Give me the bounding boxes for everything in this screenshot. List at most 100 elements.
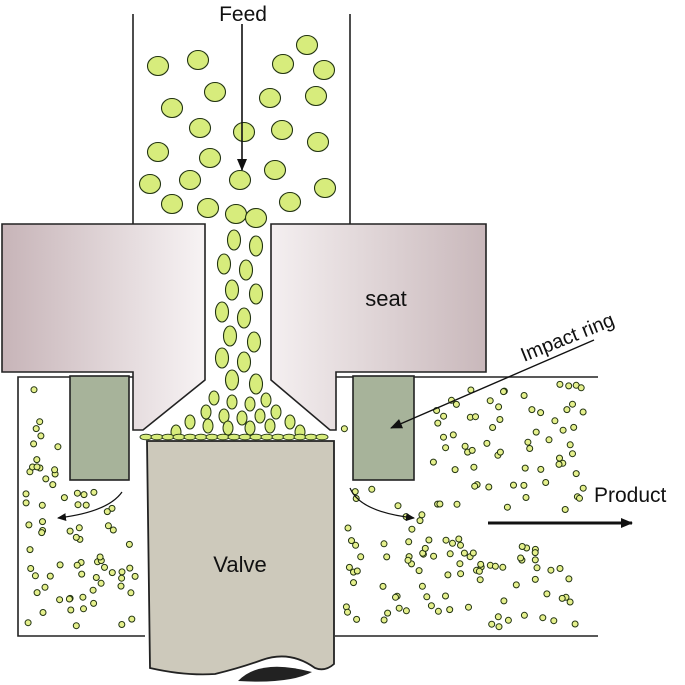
- gap-particle: [216, 253, 232, 275]
- product-particle: [565, 575, 573, 583]
- product-particle: [97, 579, 105, 587]
- feed-particle: [224, 203, 248, 225]
- product-particle: [96, 553, 104, 561]
- product-particle: [571, 620, 579, 628]
- product-particle: [418, 582, 426, 590]
- gap-flat-particle: [238, 433, 252, 441]
- product-particle: [517, 554, 525, 562]
- product-particle: [408, 525, 416, 533]
- product-particle: [348, 537, 355, 545]
- product-particle: [442, 444, 450, 452]
- product-particle: [416, 517, 424, 525]
- product-particle: [561, 506, 569, 513]
- product-particle: [551, 417, 559, 425]
- product-particle: [128, 615, 136, 623]
- feed-particle: [258, 87, 282, 109]
- product-particle: [576, 494, 583, 502]
- product-particle: [542, 479, 550, 486]
- feed-particle: [146, 141, 170, 163]
- product-particle: [60, 494, 68, 502]
- product-particle: [126, 564, 134, 572]
- product-particle: [512, 581, 520, 589]
- product-particle: [427, 602, 435, 610]
- product-particle: [442, 592, 449, 600]
- feed-particle: [160, 97, 184, 119]
- feed-particle: [186, 49, 210, 71]
- gap-flat-particle: [194, 433, 208, 441]
- product-particle: [521, 464, 529, 472]
- product-particle: [30, 440, 38, 448]
- product-particle: [556, 454, 563, 462]
- product-particle: [444, 571, 452, 579]
- product-particle: [353, 615, 361, 623]
- product-particle: [531, 575, 539, 583]
- product-particle: [421, 544, 429, 552]
- gap-flat-particle: [304, 433, 318, 441]
- product-particle: [92, 574, 100, 581]
- product-particle: [78, 570, 86, 578]
- feed-particle: [278, 191, 302, 213]
- gap-particle: [248, 373, 264, 395]
- gap-flat-particle: [139, 433, 153, 441]
- product-particle: [477, 560, 485, 568]
- product-particle: [434, 419, 442, 427]
- product-particle: [455, 535, 463, 543]
- feed-particle: [312, 59, 336, 81]
- product-particle: [66, 527, 74, 535]
- product-particle: [537, 465, 545, 473]
- product-particle: [42, 475, 50, 483]
- product-particle: [457, 570, 465, 578]
- gap-flat-particle: [293, 433, 307, 441]
- seat-right: [270, 223, 487, 431]
- product-particle: [383, 553, 391, 561]
- product-particle: [442, 536, 450, 544]
- product-particle: [449, 431, 457, 439]
- product-particle: [117, 582, 125, 590]
- valve-body: [146, 440, 335, 676]
- product-particle: [89, 586, 97, 594]
- feed-particle: [146, 55, 170, 77]
- gap-particle: [222, 325, 238, 347]
- product-particle: [563, 406, 571, 414]
- product-particle: [49, 481, 57, 489]
- fan-particle: [264, 418, 276, 434]
- feed-particle: [203, 81, 227, 103]
- product-particle: [528, 406, 536, 414]
- product-particle: [475, 567, 483, 575]
- product-particle: [353, 567, 361, 575]
- impact-ring-left: [69, 375, 130, 481]
- product-particle: [72, 533, 80, 541]
- gap-flat-particle: [282, 433, 296, 441]
- product-particle: [90, 599, 98, 607]
- gap-flat-particle: [271, 433, 285, 441]
- gap-particle: [236, 307, 252, 329]
- product-particle: [429, 458, 437, 466]
- product-particle: [65, 595, 73, 603]
- feed-particle: [271, 53, 295, 75]
- product-particle: [566, 441, 574, 449]
- product-particle: [22, 499, 30, 507]
- product-particle: [394, 502, 402, 510]
- product-particle: [543, 590, 551, 598]
- product-particle: [518, 543, 526, 550]
- product-particle: [496, 416, 504, 423]
- feed-particle: [313, 177, 337, 199]
- product-particle: [118, 621, 126, 628]
- product-particle: [465, 603, 472, 611]
- deflection-arrow-left: [57, 491, 123, 522]
- product-particle: [101, 563, 108, 571]
- product-particle: [520, 392, 528, 399]
- product-particle: [73, 561, 81, 569]
- product-particle: [103, 508, 111, 516]
- product-particle: [555, 460, 563, 468]
- fan-particle: [254, 408, 266, 424]
- gap-particle: [224, 279, 240, 301]
- product-particle: [340, 425, 348, 433]
- feed-particle: [244, 207, 268, 229]
- product-particle: [488, 620, 496, 628]
- fan-particle: [236, 410, 248, 426]
- impact-ring-right: [352, 375, 415, 481]
- product-particle: [558, 594, 566, 602]
- product-particle: [504, 616, 512, 624]
- product-particle: [51, 466, 59, 474]
